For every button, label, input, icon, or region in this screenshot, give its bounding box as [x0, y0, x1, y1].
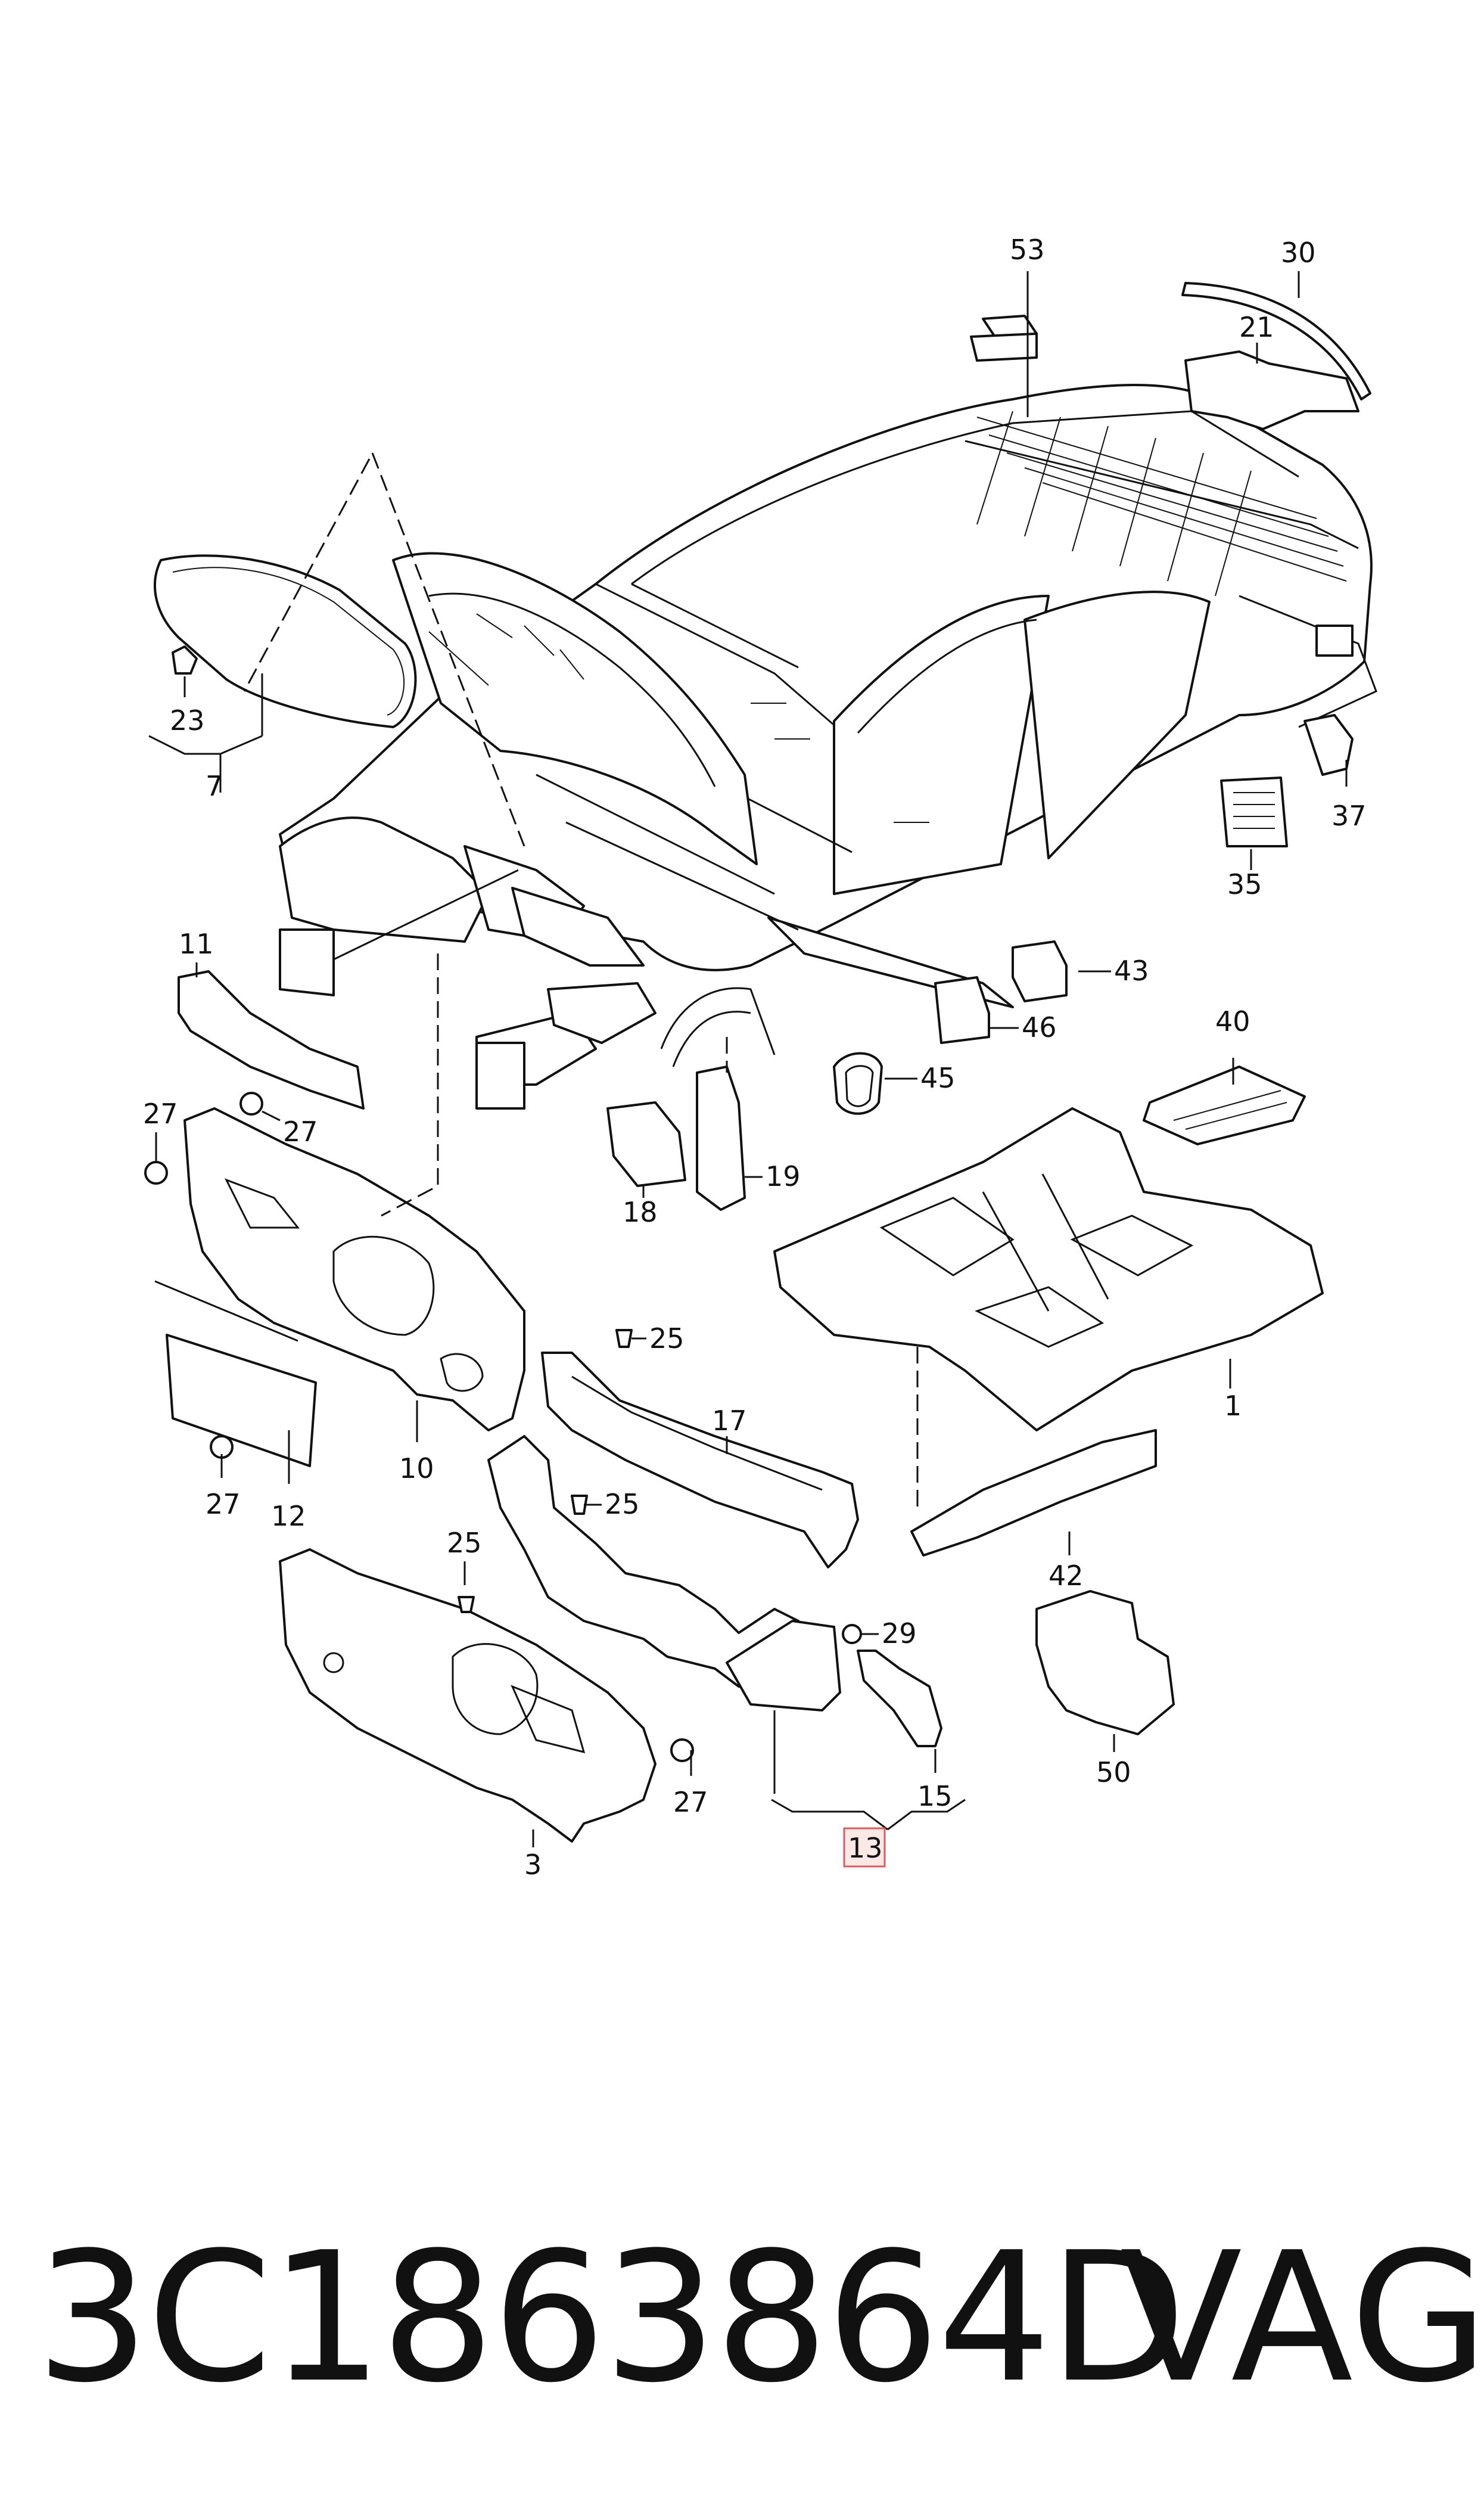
part-42-panel: [910, 1429, 1157, 1557]
callout-45: 45: [920, 1062, 956, 1094]
callout-27b: 27: [143, 1098, 178, 1130]
callout-1: 1: [1224, 1390, 1242, 1422]
callout-labels: 53 30 21 23 7 37 35 43 11 46 40 45 27 27…: [143, 234, 1367, 1881]
callout-27a: 27: [283, 1116, 318, 1148]
assembly-lines: [243, 452, 919, 1514]
callout-13-highlight: [843, 1827, 886, 1868]
callout-37: 37: [1331, 800, 1367, 832]
part-3-insulation: [279, 1548, 657, 1843]
callout-50: 50: [1096, 1756, 1131, 1788]
callout-43: 43: [1114, 955, 1149, 987]
car-body-shell: [279, 384, 1377, 1110]
callout-25a: 25: [649, 1322, 685, 1355]
callout-3: 3: [524, 1849, 542, 1881]
part-23-clip: [172, 645, 198, 675]
callout-13: 13: [848, 1832, 883, 1864]
fastener-clips: [144, 1092, 694, 1762]
callout-42: 42: [1049, 1560, 1084, 1592]
callout-25c: 25: [447, 1527, 482, 1559]
part-1-carpet: [773, 1107, 1324, 1431]
callout-53: 53: [1010, 234, 1045, 266]
part-19-strip: [696, 1066, 746, 1211]
callout-40: 40: [1215, 1005, 1250, 1038]
callout-35: 35: [1227, 868, 1262, 900]
part-37-block: [1303, 714, 1354, 776]
part-45-grommet: [833, 1052, 883, 1115]
callout-7: 7: [206, 770, 223, 802]
callout-17: 17: [712, 1405, 747, 1437]
part-35-pad: [1220, 776, 1288, 847]
part-46-bracket: [934, 976, 990, 1044]
part-17-crossmember: [541, 1352, 859, 1568]
callout-23: 23: [170, 704, 205, 737]
part-43-bracket: [1012, 940, 1068, 1002]
part-13-lower: [726, 1620, 841, 1712]
callout-19: 19: [766, 1160, 801, 1192]
part-50-panel: [1035, 1590, 1175, 1735]
part-7-inner: [172, 567, 405, 716]
callout-46: 46: [1022, 1011, 1057, 1043]
brand-label: VAG: [1120, 2214, 1484, 2422]
part-number-label: 3C1863864D: [36, 2214, 1186, 2422]
callout-27c: 27: [206, 1488, 241, 1520]
part-7-seal: [154, 554, 417, 728]
callout-11: 11: [179, 928, 214, 960]
callout-27d: 27: [673, 1786, 708, 1818]
callout-25b: 25: [605, 1488, 640, 1520]
callout-15: 15: [917, 1780, 953, 1812]
part-30-strip: [1181, 282, 1371, 400]
callout-30: 30: [1281, 237, 1316, 269]
callout-12: 12: [271, 1500, 306, 1532]
leader-lines: [148, 271, 1348, 1847]
part-12-pad: [166, 1334, 317, 1467]
part-18-block: [606, 1101, 686, 1187]
part-53-sensor: [970, 315, 1038, 362]
part-21-insulation: [1184, 350, 1359, 430]
part-10-insulation: [183, 1107, 525, 1431]
callout-29: 29: [882, 1617, 917, 1650]
callout-18: 18: [623, 1196, 658, 1228]
part-40-mat: [1143, 1066, 1306, 1145]
part-15-bracket: [857, 1650, 942, 1747]
callout-21: 21: [1239, 311, 1274, 343]
part-11-cover: [178, 970, 365, 1110]
part-29-nut: [842, 1624, 862, 1644]
callout-10: 10: [399, 1452, 434, 1484]
